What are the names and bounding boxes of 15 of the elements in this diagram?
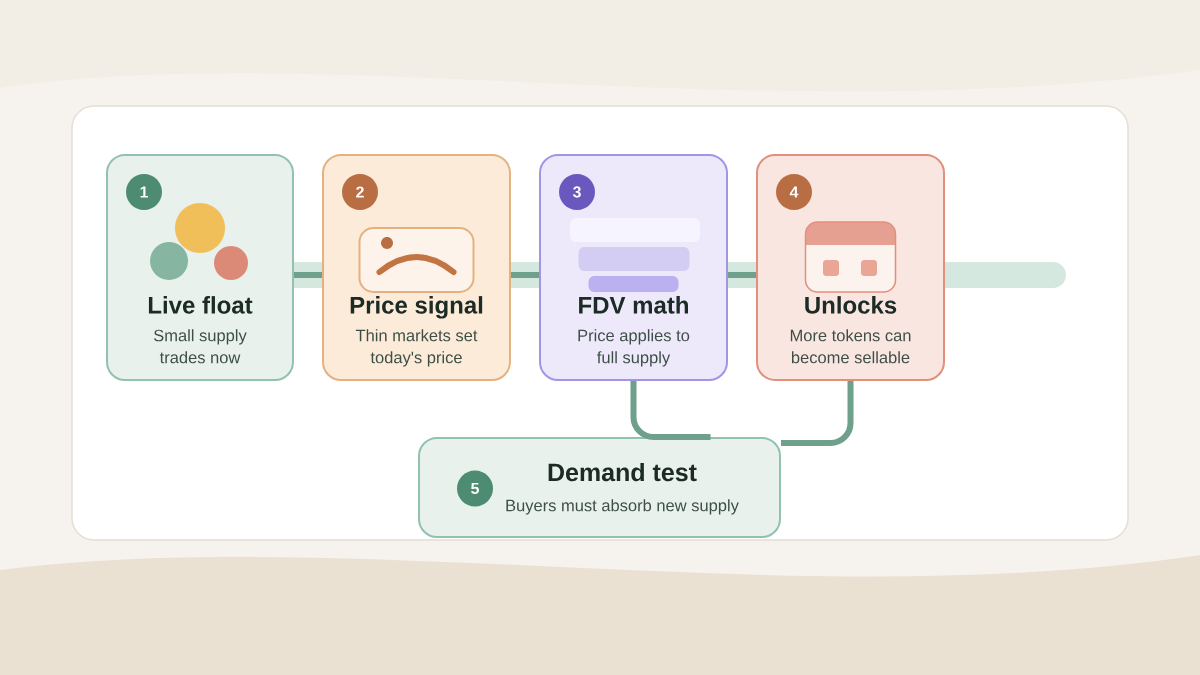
card-title: Live float xyxy=(148,296,253,314)
number-badge: 2 xyxy=(342,174,378,210)
card-title: Unlocks xyxy=(805,296,897,314)
card-title: Price signal xyxy=(350,296,483,319)
number-badge: 5 xyxy=(457,470,493,507)
card-description: More tokens can become sellable xyxy=(790,329,911,364)
card-description: Small supply trades now xyxy=(154,329,247,364)
card-title: FDV math xyxy=(579,296,688,314)
card-description: Thin markets set today's price xyxy=(355,329,478,367)
number-badge: 4 xyxy=(776,174,812,210)
number-badge: 3 xyxy=(559,174,595,210)
card-title: Demand test xyxy=(548,462,697,482)
card-description: Price applies to full supply xyxy=(578,329,690,367)
card-description: Buyers must absorb new supply xyxy=(506,499,739,515)
number-badge: 1 xyxy=(126,174,162,210)
